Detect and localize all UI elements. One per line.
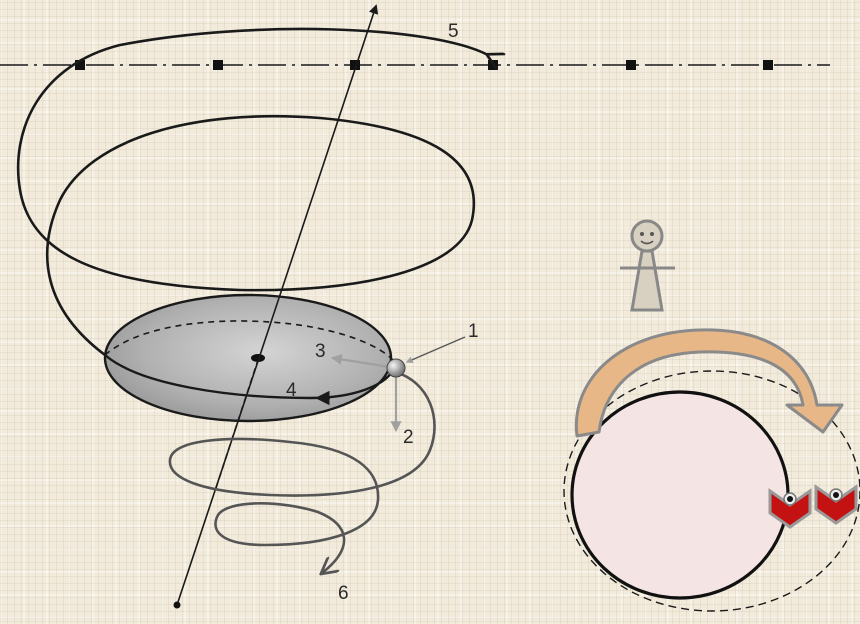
label-five: 5: [448, 21, 459, 42]
planet-circle: [572, 392, 788, 598]
person-figure-icon: [620, 221, 675, 310]
satellite-ball: [387, 359, 405, 377]
square-marker: [626, 60, 636, 70]
axis-end-dot: [174, 602, 181, 609]
label-four: 4: [286, 380, 297, 401]
ellipsoid-body: [105, 295, 393, 421]
red-marker-icon: [816, 487, 856, 523]
label-one: 1: [468, 321, 479, 342]
label-three: 3: [315, 341, 326, 362]
square-marker: [488, 60, 498, 70]
label-two: 2: [403, 427, 414, 448]
pointer-one: [407, 337, 465, 362]
dashed-reference-line: [0, 60, 830, 70]
square-marker: [213, 60, 223, 70]
planet-group: [564, 221, 860, 611]
square-marker: [763, 60, 773, 70]
label-six: 6: [338, 583, 349, 604]
